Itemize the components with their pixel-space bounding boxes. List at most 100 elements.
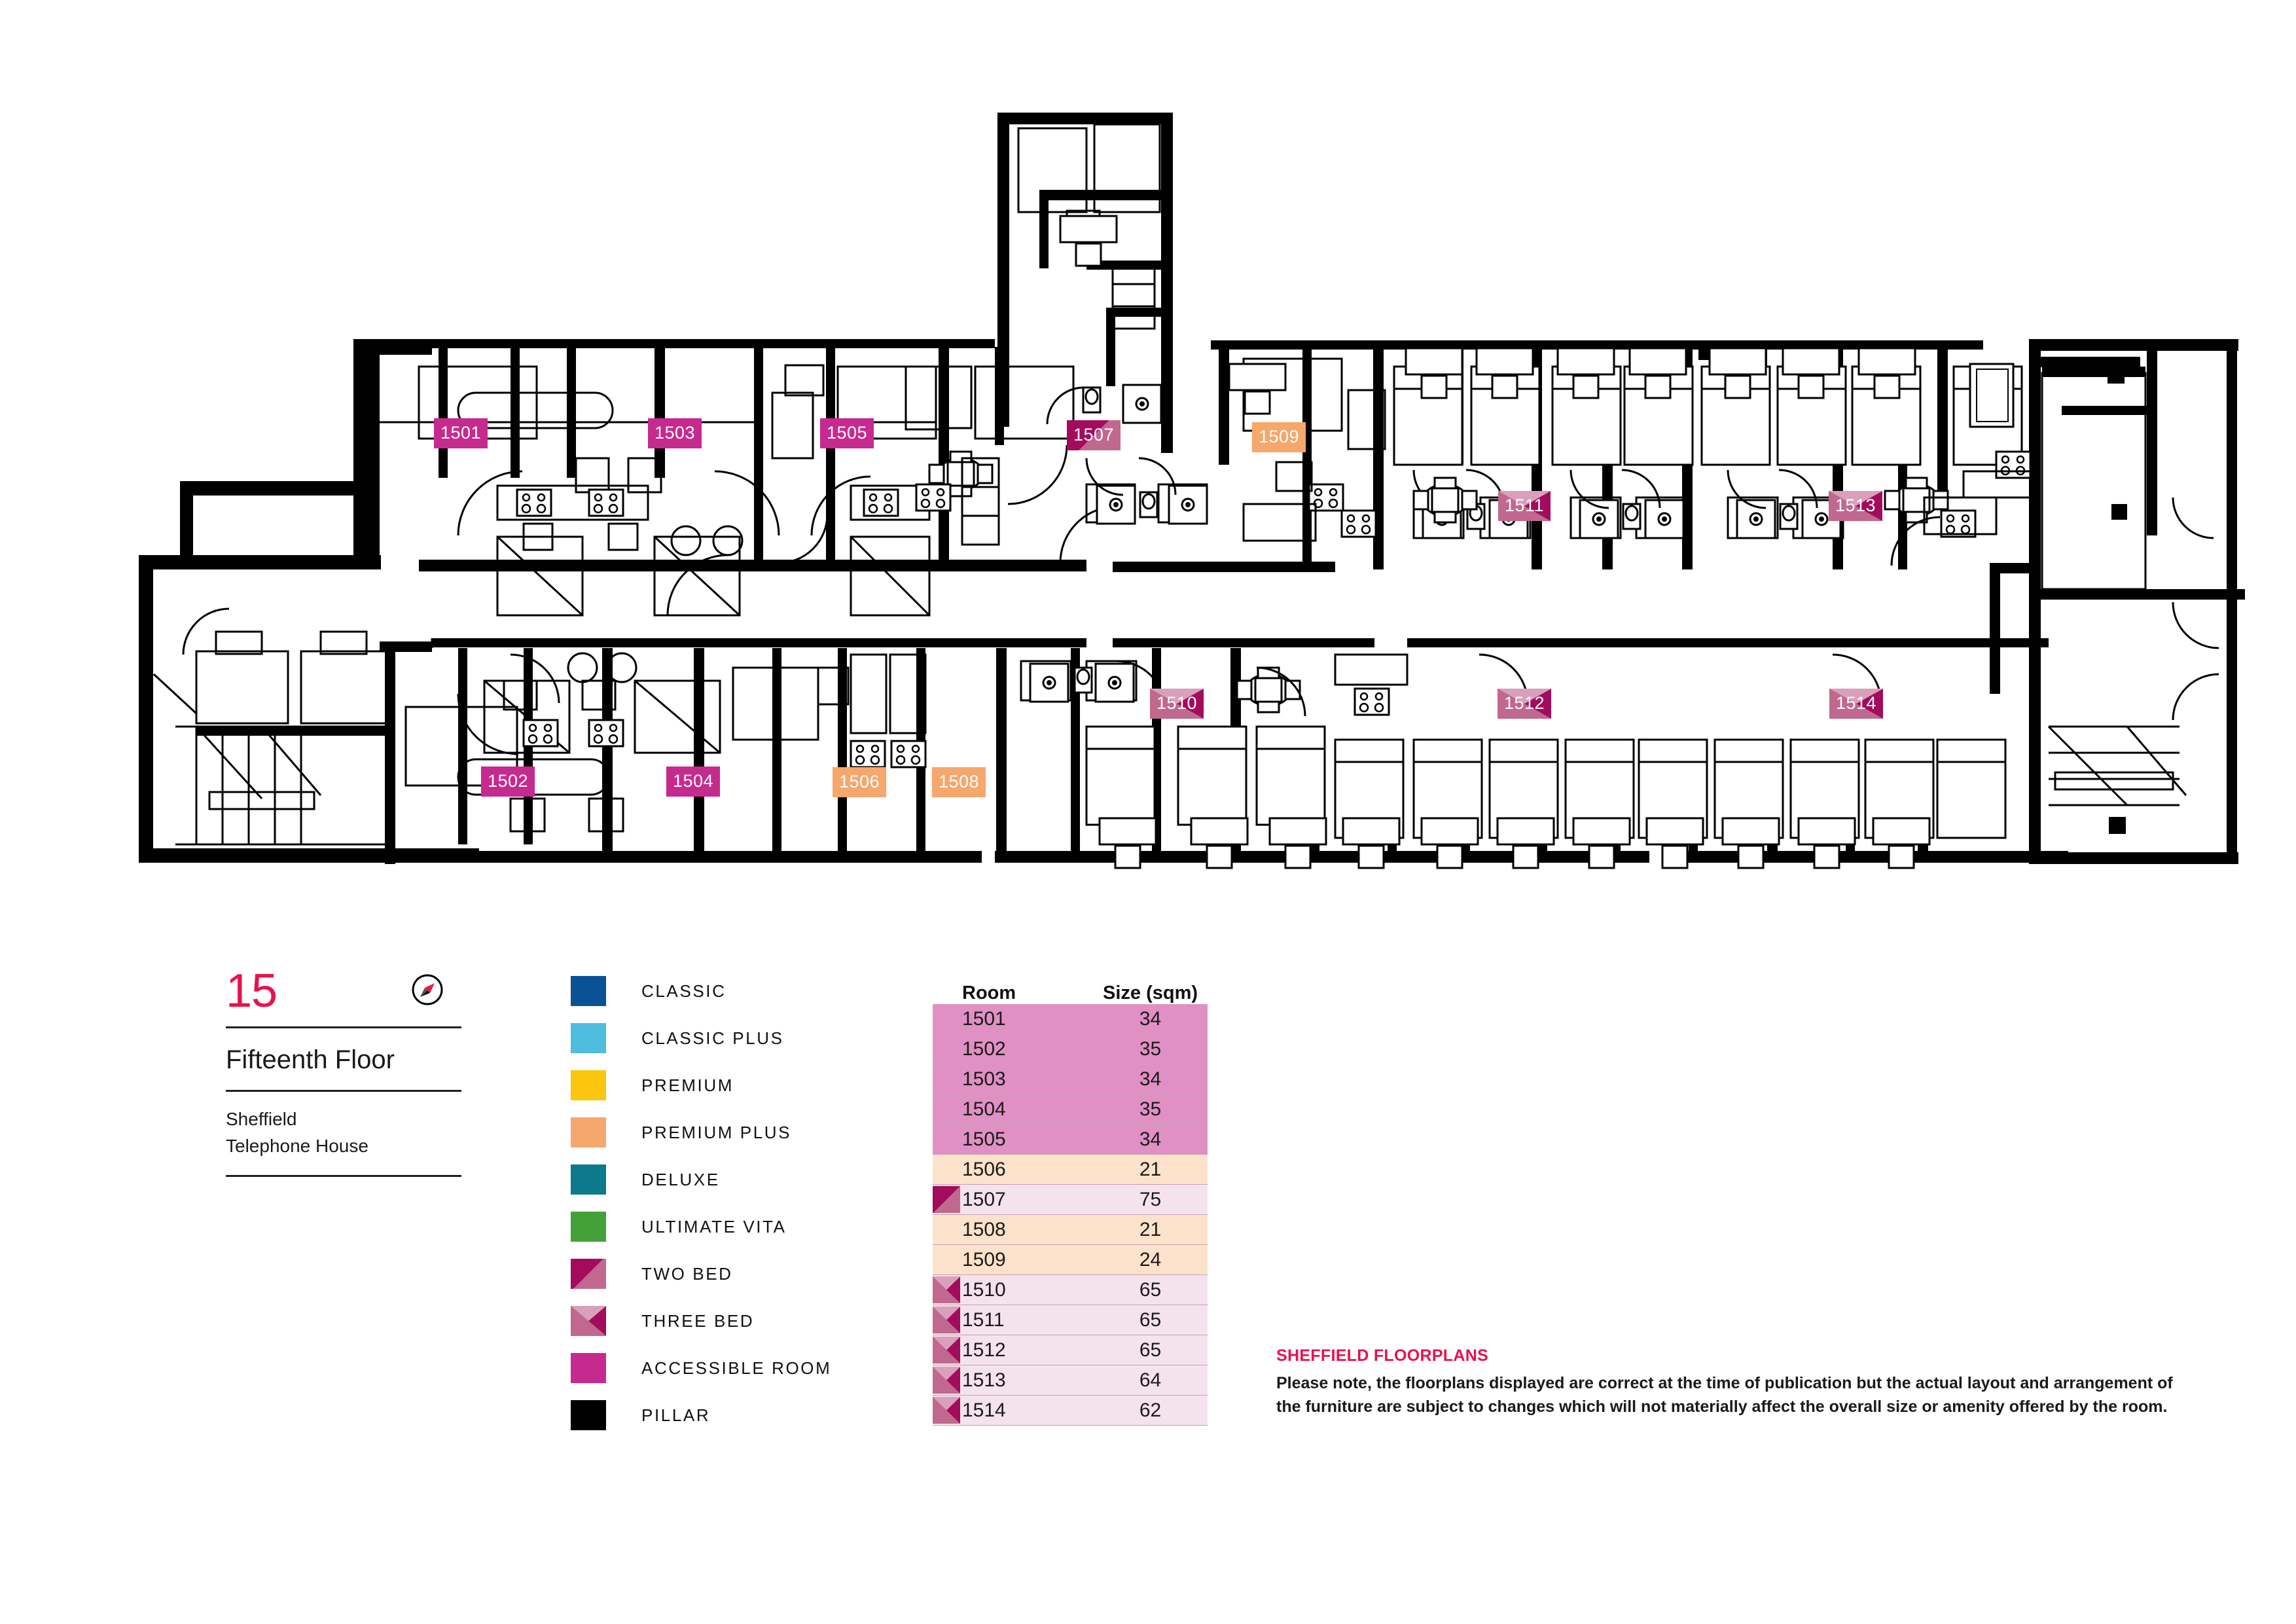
table-row: 1514 62 bbox=[933, 1396, 1208, 1426]
table-row: 1507 75 bbox=[933, 1185, 1208, 1215]
cell-room-size: 35 bbox=[1139, 1038, 1162, 1060]
room-badge-1502[interactable]: 1502 bbox=[481, 767, 535, 797]
legend-swatch-pillar bbox=[571, 1400, 606, 1430]
room-badge-1503[interactable]: 1503 bbox=[648, 418, 702, 448]
disclaimer: SHEFFIELD FLOORPLANS Please note, the fl… bbox=[1276, 1346, 2258, 1418]
plan-detail bbox=[152, 123, 2219, 869]
legend-swatch-two-bed bbox=[571, 1259, 606, 1289]
table-row: 1508 21 bbox=[933, 1215, 1208, 1245]
cell-room-size: 65 bbox=[1139, 1339, 1162, 1361]
cell-room-size: 21 bbox=[1139, 1158, 1162, 1180]
legend-swatch-three-bed bbox=[571, 1306, 606, 1336]
divider-middle bbox=[226, 1090, 461, 1092]
cell-room-number: 1509 bbox=[962, 1248, 1006, 1271]
cell-room-number: 1505 bbox=[962, 1128, 1006, 1150]
floor-name: Fifteenth Floor bbox=[226, 1045, 395, 1074]
cell-room-size: 34 bbox=[1139, 1007, 1162, 1030]
legend-item: TWO BED bbox=[571, 1250, 872, 1297]
cell-room-number: 1504 bbox=[962, 1098, 1006, 1120]
cell-room-number: 1511 bbox=[962, 1308, 1005, 1331]
cell-room-size: 21 bbox=[1139, 1218, 1162, 1240]
cell-room-number: 1503 bbox=[962, 1068, 1006, 1090]
cell-room-size: 34 bbox=[1139, 1128, 1162, 1150]
room-badge-1504[interactable]: 1504 bbox=[666, 767, 721, 797]
legend-item: ACCESSIBLE ROOM bbox=[571, 1344, 872, 1392]
legend-label: PREMIUM PLUS bbox=[641, 1122, 792, 1142]
legend-item: CLASSIC bbox=[571, 967, 872, 1015]
legend-label: PREMIUM bbox=[641, 1075, 734, 1095]
table-row: 1512 65 bbox=[933, 1335, 1208, 1365]
room-badge-1514[interactable]: 1514 bbox=[1829, 689, 1883, 719]
divider-top bbox=[226, 1026, 461, 1028]
room-badge-1511[interactable]: 1511 bbox=[1498, 491, 1551, 521]
table-header-row: Room Size (sqm) bbox=[933, 967, 1208, 1004]
cell-room-size: 65 bbox=[1139, 1308, 1162, 1331]
room-badge-1505[interactable]: 1505 bbox=[820, 418, 874, 448]
disclaimer-line-2: the furniture are subject to changes whi… bbox=[1276, 1397, 2168, 1416]
building-line-2: Telephone House bbox=[226, 1135, 368, 1156]
cell-room-size: 62 bbox=[1139, 1399, 1162, 1421]
three-bed-icon bbox=[933, 1276, 960, 1303]
table-body: 1501 34 1502 35 1503 34 1504 35 1505 34 1506 21 1507… bbox=[933, 1004, 1208, 1426]
disclaimer-title: SHEFFIELD FLOORPLANS bbox=[1276, 1346, 1489, 1365]
room-badge-1510[interactable]: 1510 bbox=[1150, 689, 1204, 719]
legend-swatch-accessible-room bbox=[571, 1353, 606, 1383]
cell-room-size: 35 bbox=[1139, 1098, 1162, 1120]
legend-label: ACCESSIBLE ROOM bbox=[641, 1358, 832, 1378]
legend-swatch-premium-plus bbox=[571, 1117, 606, 1147]
room-badge-1508[interactable]: 1508 bbox=[932, 767, 986, 797]
legend-item: ULTIMATE VITA bbox=[571, 1203, 872, 1250]
three-bed-icon bbox=[933, 1367, 960, 1394]
table-row: 1504 35 bbox=[933, 1094, 1208, 1125]
cell-room-number: 1513 bbox=[962, 1369, 1006, 1391]
cell-room-number: 1501 bbox=[962, 1007, 1006, 1030]
building-name: Sheffield Telephone House bbox=[226, 1092, 461, 1175]
cell-room-size: 65 bbox=[1139, 1278, 1162, 1301]
legend-swatch-classic bbox=[571, 976, 606, 1006]
floor-header: 15 bbox=[226, 967, 461, 1026]
divider-bottom bbox=[226, 1175, 461, 1178]
plan-walls bbox=[139, 113, 2245, 864]
legend-label: PILLAR bbox=[641, 1405, 711, 1425]
room-badge-1507[interactable]: 1507 bbox=[1067, 420, 1121, 450]
cell-room-size: 75 bbox=[1139, 1188, 1162, 1210]
table-row: 1511 65 bbox=[933, 1305, 1208, 1335]
room-badge-1513[interactable]: 1513 bbox=[1829, 491, 1882, 521]
legend-item: DELUXE bbox=[571, 1156, 872, 1203]
room-badge-1512[interactable]: 1512 bbox=[1498, 689, 1551, 719]
disclaimer-line-1: Please note, the floorplans displayed ar… bbox=[1276, 1374, 2173, 1392]
room-badge-1506[interactable]: 1506 bbox=[833, 767, 887, 797]
cell-room-size: 64 bbox=[1139, 1369, 1162, 1391]
cell-room-number: 1514 bbox=[962, 1399, 1006, 1421]
column-header-room: Room bbox=[962, 983, 1016, 1003]
table-row: 1501 34 bbox=[933, 1004, 1208, 1034]
legend-item: PILLAR bbox=[571, 1392, 872, 1439]
building-line-1: Sheffield bbox=[226, 1109, 297, 1129]
legend-label: CLASSIC bbox=[641, 981, 726, 1001]
cell-room-number: 1510 bbox=[962, 1278, 1006, 1301]
room-badge-1509[interactable]: 1509 bbox=[1252, 422, 1306, 452]
cell-room-number: 1502 bbox=[962, 1038, 1006, 1060]
disclaimer-body: Please note, the floorplans displayed ar… bbox=[1276, 1372, 2258, 1418]
cell-room-number: 1512 bbox=[962, 1339, 1006, 1361]
table-row: 1513 64 bbox=[933, 1365, 1208, 1396]
table-row: 1502 35 bbox=[933, 1034, 1208, 1064]
legend-item: THREE BED bbox=[571, 1297, 872, 1344]
floor-number: 15 bbox=[226, 965, 278, 1017]
cell-room-number: 1508 bbox=[962, 1218, 1006, 1240]
legend-swatch-ultimate-vita bbox=[571, 1212, 606, 1242]
info-panel: 15 Fifteenth Floor Sheffield Telephone H… bbox=[0, 943, 2296, 1624]
cell-room-number: 1507 bbox=[962, 1188, 1006, 1210]
two-bed-icon bbox=[933, 1186, 960, 1213]
three-bed-icon bbox=[933, 1337, 960, 1363]
floorplan-drawing: 1501 1503 1505 1507 1509 1511 1513 1502 1504 1506… bbox=[139, 113, 2245, 869]
three-bed-icon bbox=[933, 1307, 960, 1333]
cell-room-size: 34 bbox=[1139, 1068, 1162, 1090]
cell-room-number: 1506 bbox=[962, 1158, 1006, 1180]
column-header-size: Size (sqm) bbox=[1102, 983, 1198, 1003]
legend-label: ULTIMATE VITA bbox=[641, 1216, 787, 1236]
legend-swatch-premium bbox=[571, 1070, 606, 1100]
room-badge-1501[interactable]: 1501 bbox=[434, 418, 488, 448]
